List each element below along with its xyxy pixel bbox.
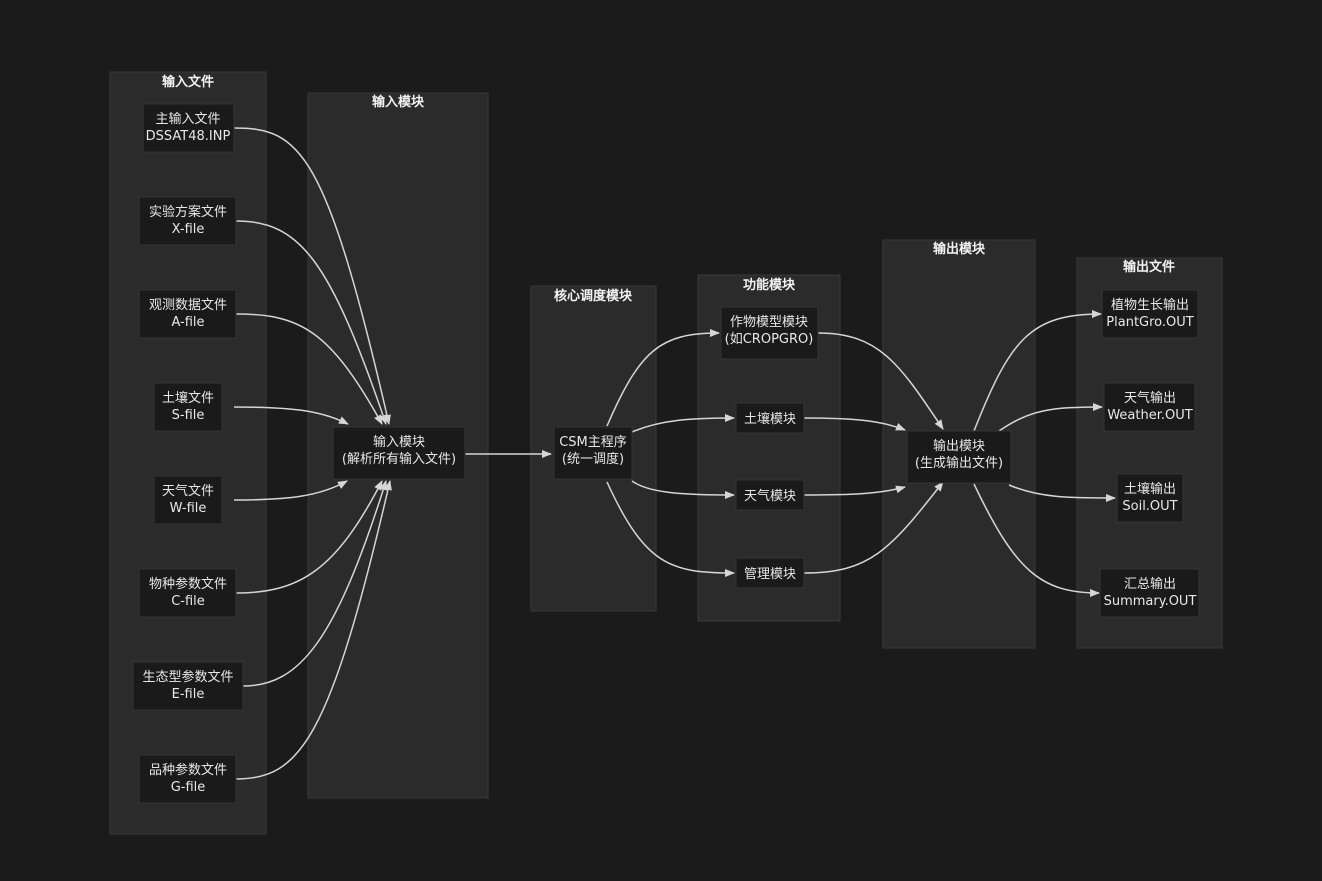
- edge-c-to-input: [235, 480, 383, 594]
- edge-soil-to-output: [803, 417, 906, 431]
- edge-output-to-plant: [973, 310, 1102, 432]
- node-soil-output-title: 土壤输出: [1124, 481, 1176, 497]
- edge-weather-to-output: [803, 485, 906, 496]
- node-csm-desc: (统一调度): [562, 451, 624, 467]
- node-output-module-title: 输出模块: [933, 438, 985, 454]
- node-crop-module[interactable]: 作物模型模块 (如CROPGRO): [720, 306, 819, 360]
- group-title-core: 核心调度模块: [554, 288, 633, 304]
- node-weather-output[interactable]: 天气输出 Weather.OUT: [1103, 382, 1196, 432]
- edge-s-to-input: [233, 406, 349, 425]
- node-main-input-file: DSSAT48.INP: [146, 129, 231, 144]
- node-plant-output-file: PlantGro.OUT: [1106, 315, 1193, 330]
- edge-w-to-input: [233, 480, 348, 501]
- node-weather-output-file: Weather.OUT: [1107, 408, 1192, 423]
- node-plant-output[interactable]: 植物生长输出 PlantGro.OUT: [1101, 289, 1199, 339]
- edge-a-to-input: [235, 313, 383, 425]
- node-soil-module-title: 土壤模块: [744, 411, 796, 427]
- group-title-input-files: 输入文件: [162, 74, 214, 90]
- node-s-file-title: 土壤文件: [162, 390, 214, 406]
- node-e-file[interactable]: 生态型参数文件 E-file: [132, 661, 244, 711]
- edge-e-to-input: [242, 480, 388, 687]
- node-management-module-title: 管理模块: [744, 567, 796, 582]
- node-summary-output-title: 汇总输出: [1124, 576, 1176, 592]
- node-g-file-name: G-file: [171, 780, 206, 795]
- edges: [233, 127, 1116, 780]
- edge-output-to-soil: [1008, 484, 1116, 502]
- node-soil-output[interactable]: 土壤输出 Soil.OUT: [1116, 473, 1184, 523]
- node-crop-module-desc: (如CROPGRO): [725, 331, 814, 347]
- node-weather-output-title: 天气输出: [1124, 390, 1176, 406]
- node-x-file[interactable]: 实验方案文件 X-file: [138, 196, 237, 246]
- node-csm-title: CSM主程序: [559, 435, 627, 450]
- group-title-input-module: 输入模块: [372, 94, 425, 110]
- node-main-input[interactable]: 主输入文件 DSSAT48.INP: [142, 103, 235, 153]
- group-input-files: 输入文件: [109, 71, 267, 835]
- node-w-file[interactable]: 天气文件 W-file: [153, 475, 223, 525]
- node-x-file-name: X-file: [172, 222, 205, 237]
- edge-mgmt-to-output: [803, 481, 944, 574]
- node-s-file-name: S-file: [172, 408, 205, 423]
- group-title-output-module: 输出模块: [933, 241, 986, 257]
- node-crop-module-title: 作物模型模块: [730, 315, 808, 330]
- group-title-function: 功能模块: [743, 277, 796, 293]
- node-e-file-title: 生态型参数文件: [142, 669, 233, 685]
- node-w-file-name: W-file: [170, 501, 207, 516]
- node-a-file[interactable]: 观测数据文件 A-file: [138, 289, 237, 339]
- node-g-file-title: 品种参数文件: [149, 762, 227, 778]
- node-c-file-name: C-file: [171, 594, 205, 609]
- edge-csm-to-mgmt: [606, 481, 735, 577]
- node-weather-module-title: 天气模块: [744, 488, 796, 504]
- edge-x-to-input: [235, 220, 387, 425]
- node-s-file[interactable]: 土壤文件 S-file: [153, 382, 223, 432]
- edge-csm-to-soil: [631, 414, 735, 433]
- node-c-file[interactable]: 物种参数文件 C-file: [138, 568, 237, 618]
- node-main-input-title: 主输入文件: [155, 111, 220, 127]
- node-csm[interactable]: CSM主程序 (统一调度): [553, 426, 633, 480]
- edge-crop-to-output: [817, 332, 944, 430]
- node-weather-module[interactable]: 天气模块: [735, 479, 805, 511]
- group-core: 核心调度模块: [530, 285, 657, 612]
- node-plant-output-title: 植物生长输出: [1111, 297, 1189, 313]
- node-summary-output[interactable]: 汇总输出 Summary.OUT: [1099, 568, 1200, 618]
- node-c-file-title: 物种参数文件: [149, 576, 227, 592]
- node-w-file-title: 天气文件: [162, 483, 214, 499]
- node-x-file-title: 实验方案文件: [149, 204, 227, 220]
- edge-g-to-input: [235, 480, 392, 780]
- node-management-module[interactable]: 管理模块: [735, 557, 805, 589]
- node-a-file-title: 观测数据文件: [149, 298, 227, 313]
- node-soil-module[interactable]: 土壤模块: [735, 402, 805, 434]
- edge-output-to-weather: [998, 403, 1103, 432]
- edge-csm-to-weather: [631, 480, 735, 499]
- node-e-file-name: E-file: [172, 687, 205, 702]
- node-summary-output-file: Summary.OUT: [1104, 594, 1197, 609]
- edge-csm-to-crop: [606, 329, 720, 427]
- edge-main-to-input: [233, 127, 391, 425]
- node-a-file-name: A-file: [171, 315, 204, 330]
- node-input-module-title: 输入模块: [373, 434, 425, 450]
- group-title-output-files: 输出文件: [1123, 259, 1175, 275]
- node-g-file[interactable]: 品种参数文件 G-file: [138, 754, 237, 804]
- node-output-module-desc: (生成输出文件): [915, 455, 1003, 471]
- edge-output-to-summary: [973, 483, 1100, 597]
- node-output-module[interactable]: 输出模块 (生成输出文件): [906, 430, 1012, 484]
- node-input-module[interactable]: 输入模块 (解析所有输入文件): [332, 426, 466, 480]
- node-soil-output-file: Soil.OUT: [1122, 499, 1177, 514]
- node-input-module-desc: (解析所有输入文件): [342, 451, 456, 467]
